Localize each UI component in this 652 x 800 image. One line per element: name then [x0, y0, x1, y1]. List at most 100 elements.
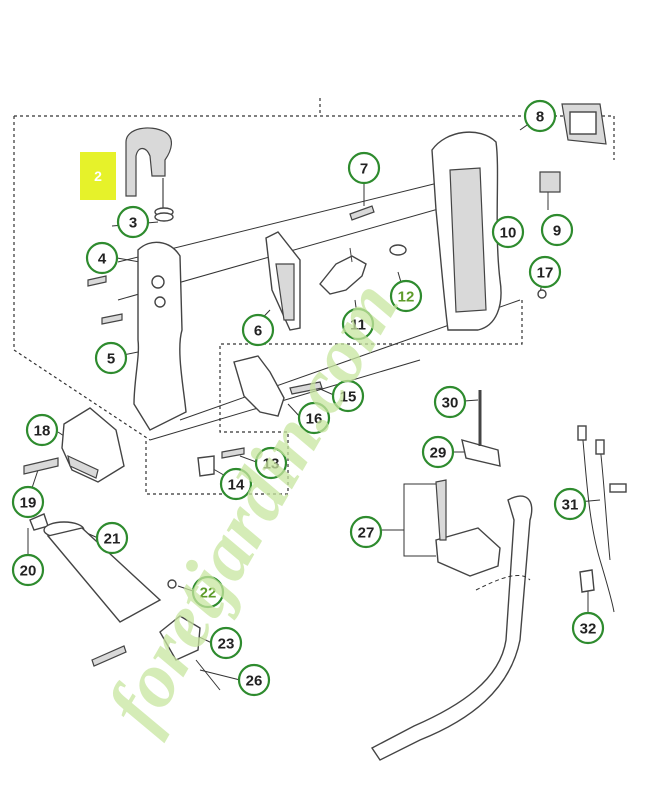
callout-15[interactable]: 15 — [331, 379, 365, 413]
callout-10[interactable]: 10 — [491, 215, 525, 249]
part-23-clamp[interactable] — [159, 615, 201, 661]
callout-label: 15 — [340, 389, 357, 406]
callout-label: 18 — [34, 423, 51, 440]
part-27-bracket[interactable] — [435, 479, 501, 577]
callout-21[interactable]: 21 — [95, 521, 129, 555]
callout-circle — [523, 99, 557, 133]
part-4-screw[interactable] — [87, 275, 107, 287]
callout-label: 17 — [537, 265, 554, 282]
callout-label: 11 — [350, 317, 366, 334]
callout-label: 6 — [254, 323, 262, 340]
part-31-wiring[interactable] — [577, 425, 627, 613]
callout-label: 22 — [200, 585, 217, 602]
callout-19[interactable]: 19 — [11, 485, 45, 519]
callout-label: 23 — [218, 636, 235, 653]
callout-circle — [254, 446, 288, 480]
part-11-lock-lever[interactable] — [319, 247, 367, 295]
part-7-spring[interactable] — [349, 205, 375, 221]
callout-18[interactable]: 18 — [25, 413, 59, 447]
callout-label: 9 — [553, 223, 561, 240]
part-21-grip-sleeve[interactable] — [43, 521, 162, 623]
callout-17[interactable]: 17 — [528, 255, 562, 289]
callout-label: 13 — [263, 456, 280, 473]
selected-part-highlight — [80, 152, 116, 200]
callout-2[interactable]: 2 — [80, 152, 116, 200]
callout-5[interactable]: 5 — [94, 341, 128, 375]
assembly-boundary-main — [13, 115, 615, 495]
part-5-handle-half[interactable] — [101, 241, 187, 431]
callout-label: 3 — [129, 215, 137, 232]
callout-26[interactable]: 26 — [237, 663, 271, 697]
callout-circle — [95, 521, 129, 555]
callout-circle — [11, 553, 45, 587]
part-9-connector[interactable] — [539, 171, 561, 200]
part-13-screw[interactable] — [221, 447, 245, 459]
callout-label: 10 — [500, 225, 517, 242]
callout-7[interactable]: 7 — [347, 151, 381, 185]
part-19-bolt[interactable] — [23, 457, 59, 475]
callout-30[interactable]: 30 — [433, 385, 467, 419]
callout-22[interactable]: 22 — [191, 575, 225, 609]
callout-label: 21 — [104, 531, 121, 548]
part-22-screw[interactable] — [167, 579, 177, 589]
callout-9[interactable]: 9 — [540, 213, 574, 247]
callout-13[interactable]: 13 — [254, 446, 288, 480]
callout-3[interactable]: 3 — [116, 205, 150, 239]
callout-circle — [25, 413, 59, 447]
callout-circle — [191, 575, 225, 609]
callout-12[interactable]: 12 — [389, 279, 423, 313]
callout-label: 4 — [98, 251, 107, 268]
callout-circle — [94, 341, 128, 375]
callout-29[interactable]: 29 — [421, 435, 455, 469]
callout-circle — [528, 255, 562, 289]
callout-label: 5 — [107, 351, 115, 368]
callout-23[interactable]: 23 — [209, 626, 243, 660]
callout-31[interactable]: 31 — [553, 487, 587, 521]
callout-circle — [219, 467, 253, 501]
callout-circle — [297, 401, 331, 435]
callout-circle — [241, 313, 275, 347]
part-17-nut[interactable] — [537, 289, 547, 299]
callout-circle — [349, 515, 383, 549]
part-15-lever[interactable] — [233, 355, 285, 417]
part-14-plate[interactable] — [197, 455, 215, 477]
callout-20[interactable]: 20 — [11, 553, 45, 587]
callout-label: 12 — [398, 289, 415, 306]
part-16-screw[interactable] — [289, 381, 323, 395]
callout-circle — [237, 663, 271, 697]
callout-circle — [491, 215, 525, 249]
callout-circle — [341, 307, 375, 341]
callout-label: 20 — [20, 563, 37, 580]
callout-11[interactable]: 11 — [341, 307, 375, 341]
callout-6[interactable]: 6 — [241, 313, 275, 347]
part-6-trigger[interactable] — [265, 231, 301, 331]
part-2-grip-loop[interactable] — [125, 127, 172, 212]
callout-circle — [11, 485, 45, 519]
part-29-bracket[interactable] — [461, 439, 501, 467]
part-12-spring[interactable] — [389, 244, 407, 256]
part-8-switch[interactable] — [561, 103, 607, 145]
callout-label: 29 — [430, 445, 447, 462]
part-32-clip[interactable] — [579, 569, 595, 593]
part-18-clamp[interactable] — [61, 407, 125, 483]
part-10-handle-half-right[interactable] — [431, 131, 502, 331]
callout-label: 32 — [580, 621, 597, 638]
callout-markers: 2345678910111213141516171819202122232627… — [11, 99, 605, 697]
callout-16[interactable]: 16 — [297, 401, 331, 435]
part-26-bolt[interactable] — [91, 645, 221, 691]
callout-4[interactable]: 4 — [85, 241, 119, 275]
callout-circle — [116, 205, 150, 239]
callout-circle — [331, 379, 365, 413]
callout-label: 7 — [360, 161, 368, 178]
part-3-spring[interactable] — [154, 207, 174, 222]
callout-27[interactable]: 27 — [349, 515, 383, 549]
callout-label: 31 — [562, 497, 579, 514]
callout-label: 27 — [358, 525, 375, 542]
callout-32[interactable]: 32 — [571, 611, 605, 645]
callout-circle — [85, 241, 119, 275]
callout-14[interactable]: 14 — [219, 467, 253, 501]
callout-8[interactable]: 8 — [523, 99, 557, 133]
callout-circle — [433, 385, 467, 419]
